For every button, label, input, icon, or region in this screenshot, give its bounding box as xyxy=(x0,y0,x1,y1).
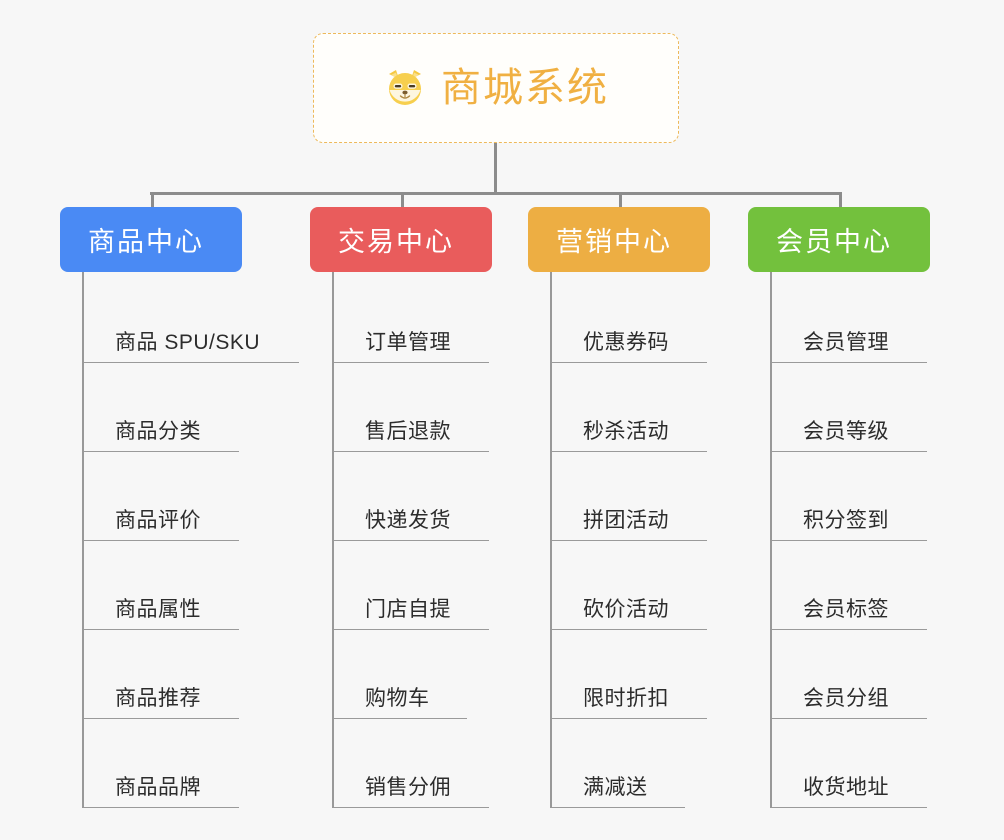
leaf-label: 收货地址 xyxy=(803,776,889,799)
leaf-underline xyxy=(772,540,927,541)
leaf-underline xyxy=(334,451,489,452)
column-product-center: 商品中心商品 SPU/SKU 商品分类商品评价商品属性商品推荐商品品牌 xyxy=(60,207,299,808)
leaf-item[interactable]: 购物车 xyxy=(334,630,492,719)
category-label: 营销中心 xyxy=(556,227,672,257)
leaf-item[interactable]: 门店自提 xyxy=(334,541,492,630)
leaf-item[interactable]: 商品评价 xyxy=(84,452,242,541)
connector-bus xyxy=(150,192,841,195)
leaf-label: 商品属性 xyxy=(115,598,201,621)
leaf-item[interactable]: 会员等级 xyxy=(772,363,930,452)
leaf-label: 商品分类 xyxy=(115,420,201,443)
leaf-label: 商品品牌 xyxy=(115,776,201,799)
leaf-label: 拼团活动 xyxy=(583,509,669,532)
leaf-item[interactable]: 商品属性 xyxy=(84,541,242,630)
root-title: 商城系统 xyxy=(441,66,609,110)
leaf-item[interactable]: 优惠券码 xyxy=(552,274,710,363)
shiba-dog-emoji xyxy=(383,66,427,110)
leaf-underline xyxy=(552,629,707,630)
leaf-item[interactable]: 积分签到 xyxy=(772,452,930,541)
connector-drop-trade-center xyxy=(401,192,404,210)
leaf-label: 会员管理 xyxy=(803,331,889,354)
category-node-member-center[interactable]: 会员中心 xyxy=(748,207,930,272)
leaf-item[interactable]: 砍价活动 xyxy=(552,541,710,630)
leaf-item[interactable]: 售后退款 xyxy=(334,363,492,452)
leaf-label: 会员标签 xyxy=(803,598,889,621)
leaf-underline xyxy=(552,807,685,808)
leaf-underline xyxy=(772,629,927,630)
category-node-trade-center[interactable]: 交易中心 xyxy=(310,207,492,272)
leaf-item[interactable]: 商品推荐 xyxy=(84,630,242,719)
leaf-item[interactable]: 商品品牌 xyxy=(84,719,242,808)
leaf-item[interactable]: 会员管理 xyxy=(772,274,930,363)
leaf-label: 限时折扣 xyxy=(583,687,669,710)
leaf-underline xyxy=(334,807,489,808)
connector-stem xyxy=(494,143,497,195)
leaf-item[interactable]: 收货地址 xyxy=(772,719,930,808)
leaf-underline xyxy=(772,718,927,719)
leaf-underline xyxy=(334,629,489,630)
connector-drop-product-center xyxy=(151,192,154,210)
category-label: 商品中心 xyxy=(88,227,204,257)
leaf-label: 商品 SPU/SKU xyxy=(115,331,261,354)
leaf-underline xyxy=(772,362,927,363)
leaf-label: 售后退款 xyxy=(365,420,451,443)
leaf-list-member-center: 会员管理会员等级积分签到会员标签会员分组收货地址 xyxy=(770,272,930,808)
leaf-item[interactable]: 快递发货 xyxy=(334,452,492,541)
leaf-label: 优惠券码 xyxy=(583,331,669,354)
leaf-underline xyxy=(84,540,239,541)
leaf-underline xyxy=(84,629,239,630)
connector-drop-marketing-center xyxy=(619,192,622,210)
leaf-underline xyxy=(552,540,707,541)
leaf-label: 积分签到 xyxy=(803,509,889,532)
leaf-item[interactable]: 商品分类 xyxy=(84,363,242,452)
leaf-list-product-center: 商品 SPU/SKU 商品分类商品评价商品属性商品推荐商品品牌 xyxy=(82,272,299,808)
leaf-item[interactable]: 会员分组 xyxy=(772,630,930,719)
leaf-label: 快递发货 xyxy=(365,509,451,532)
leaf-label: 会员等级 xyxy=(803,420,889,443)
category-label: 交易中心 xyxy=(338,227,454,257)
leaf-label: 砍价活动 xyxy=(583,598,669,621)
leaf-item[interactable]: 限时折扣 xyxy=(552,630,710,719)
leaf-label: 商品推荐 xyxy=(115,687,201,710)
root-node[interactable]: 商城系统 xyxy=(313,33,679,143)
leaf-item[interactable]: 满减送 xyxy=(552,719,710,808)
leaf-underline xyxy=(334,718,467,719)
leaf-underline xyxy=(84,807,239,808)
leaf-label: 门店自提 xyxy=(365,598,451,621)
leaf-label: 会员分组 xyxy=(803,687,889,710)
leaf-item[interactable]: 会员标签 xyxy=(772,541,930,630)
leaf-label: 购物车 xyxy=(365,687,430,710)
category-node-product-center[interactable]: 商品中心 xyxy=(60,207,242,272)
leaf-label: 秒杀活动 xyxy=(583,420,669,443)
leaf-underline xyxy=(84,451,239,452)
column-marketing-center: 营销中心优惠券码秒杀活动拼团活动砍价活动限时折扣满减送 xyxy=(528,207,710,808)
category-label: 会员中心 xyxy=(776,227,892,257)
leaf-item[interactable]: 订单管理 xyxy=(334,274,492,363)
leaf-list-marketing-center: 优惠券码秒杀活动拼团活动砍价活动限时折扣满减送 xyxy=(550,272,710,808)
leaf-label: 销售分佣 xyxy=(365,776,451,799)
leaf-label: 订单管理 xyxy=(365,331,451,354)
leaf-underline xyxy=(334,362,489,363)
leaf-item[interactable]: 销售分佣 xyxy=(334,719,492,808)
leaf-label: 商品评价 xyxy=(115,509,201,532)
leaf-underline xyxy=(334,540,489,541)
column-trade-center: 交易中心订单管理售后退款快递发货门店自提购物车销售分佣 xyxy=(310,207,492,808)
category-node-marketing-center[interactable]: 营销中心 xyxy=(528,207,710,272)
leaf-item[interactable]: 商品 SPU/SKU xyxy=(84,274,299,363)
leaf-item[interactable]: 拼团活动 xyxy=(552,452,710,541)
leaf-item[interactable]: 秒杀活动 xyxy=(552,363,710,452)
leaf-list-trade-center: 订单管理售后退款快递发货门店自提购物车销售分佣 xyxy=(332,272,492,808)
leaf-label: 满减送 xyxy=(583,776,648,799)
leaf-underline xyxy=(84,362,299,363)
column-member-center: 会员中心会员管理会员等级积分签到会员标签会员分组收货地址 xyxy=(748,207,930,808)
leaf-underline xyxy=(84,718,239,719)
connector-drop-member-center xyxy=(839,192,842,210)
leaf-underline xyxy=(772,451,927,452)
leaf-underline xyxy=(552,362,707,363)
leaf-underline xyxy=(772,807,927,808)
leaf-underline xyxy=(552,451,707,452)
leaf-underline xyxy=(552,718,707,719)
